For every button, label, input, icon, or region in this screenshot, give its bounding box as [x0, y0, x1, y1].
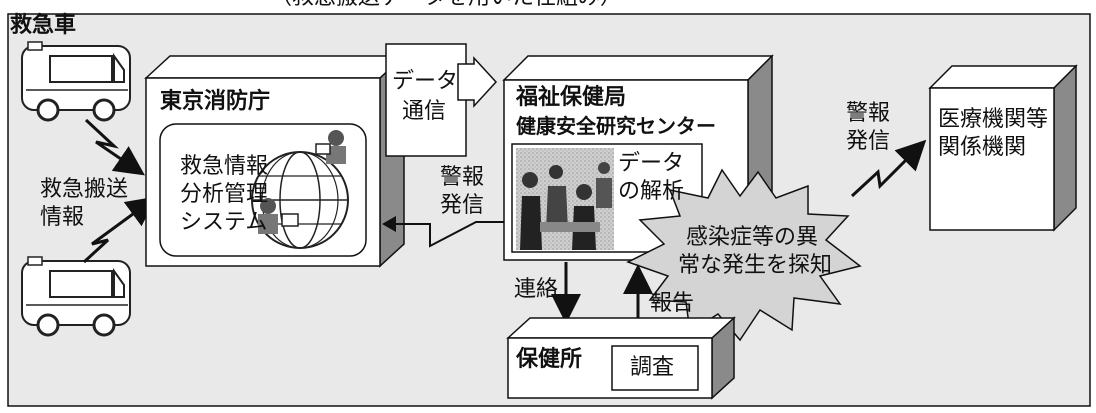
data-comm-arrow-head	[457, 56, 498, 108]
system-label-3: システム	[180, 210, 268, 235]
alert-arrowhead	[382, 216, 396, 232]
health-bureau-label-1: 福祉保健局	[516, 85, 627, 110]
system-label-2: 分析管理	[180, 182, 269, 207]
alert-left-label-1: 警報	[440, 165, 485, 190]
data-analysis-label-2: の解析	[618, 179, 685, 204]
alert-line	[850, 139, 927, 198]
health-center-label: 保健所	[516, 347, 583, 372]
detection-label-1: 感染症等の異	[686, 225, 819, 250]
person-icon	[258, 198, 299, 234]
person-icon	[315, 130, 346, 164]
medical-box	[928, 64, 1078, 232]
detection-label-2: 常な発生を探知	[678, 253, 833, 278]
system-label-1: 救急情報	[180, 154, 269, 179]
diagram-title: （救急搬送データを用いた仕組み）	[270, 0, 622, 12]
alert-right-label-2: 発信	[846, 129, 891, 154]
ambulance-icon	[21, 256, 131, 337]
data-comm-label-2: 通信	[402, 99, 447, 124]
health-center-box	[506, 316, 736, 400]
transport-info-label-2: 情報	[40, 205, 85, 230]
transport-info-label-1: 救急搬送	[40, 177, 129, 202]
contact-label: 連絡	[514, 277, 559, 302]
ambulance-label: 救急車	[10, 13, 77, 38]
signal-arrow	[82, 196, 157, 264]
alert-left-label-2: 発信	[440, 193, 485, 218]
people-photo	[516, 148, 614, 250]
health-bureau-label-2: 健康安全研究センター	[516, 114, 716, 138]
report-label: 報告	[650, 291, 695, 316]
alert-right-label-1: 警報	[846, 101, 891, 126]
fire-dept-label: 東京消防庁	[160, 89, 271, 114]
ambulance-icon	[21, 41, 131, 122]
investigation-label: 調査	[630, 355, 675, 380]
alert-line	[390, 221, 504, 248]
medical-label-2: 関係機関	[938, 135, 1027, 160]
medical-label-1: 医療機関等	[938, 107, 1049, 132]
data-analysis-label-1: データ	[618, 151, 685, 176]
data-comm-label-1: データ	[392, 69, 459, 94]
signal-arrow	[84, 118, 145, 176]
detection-burst	[626, 168, 862, 342]
